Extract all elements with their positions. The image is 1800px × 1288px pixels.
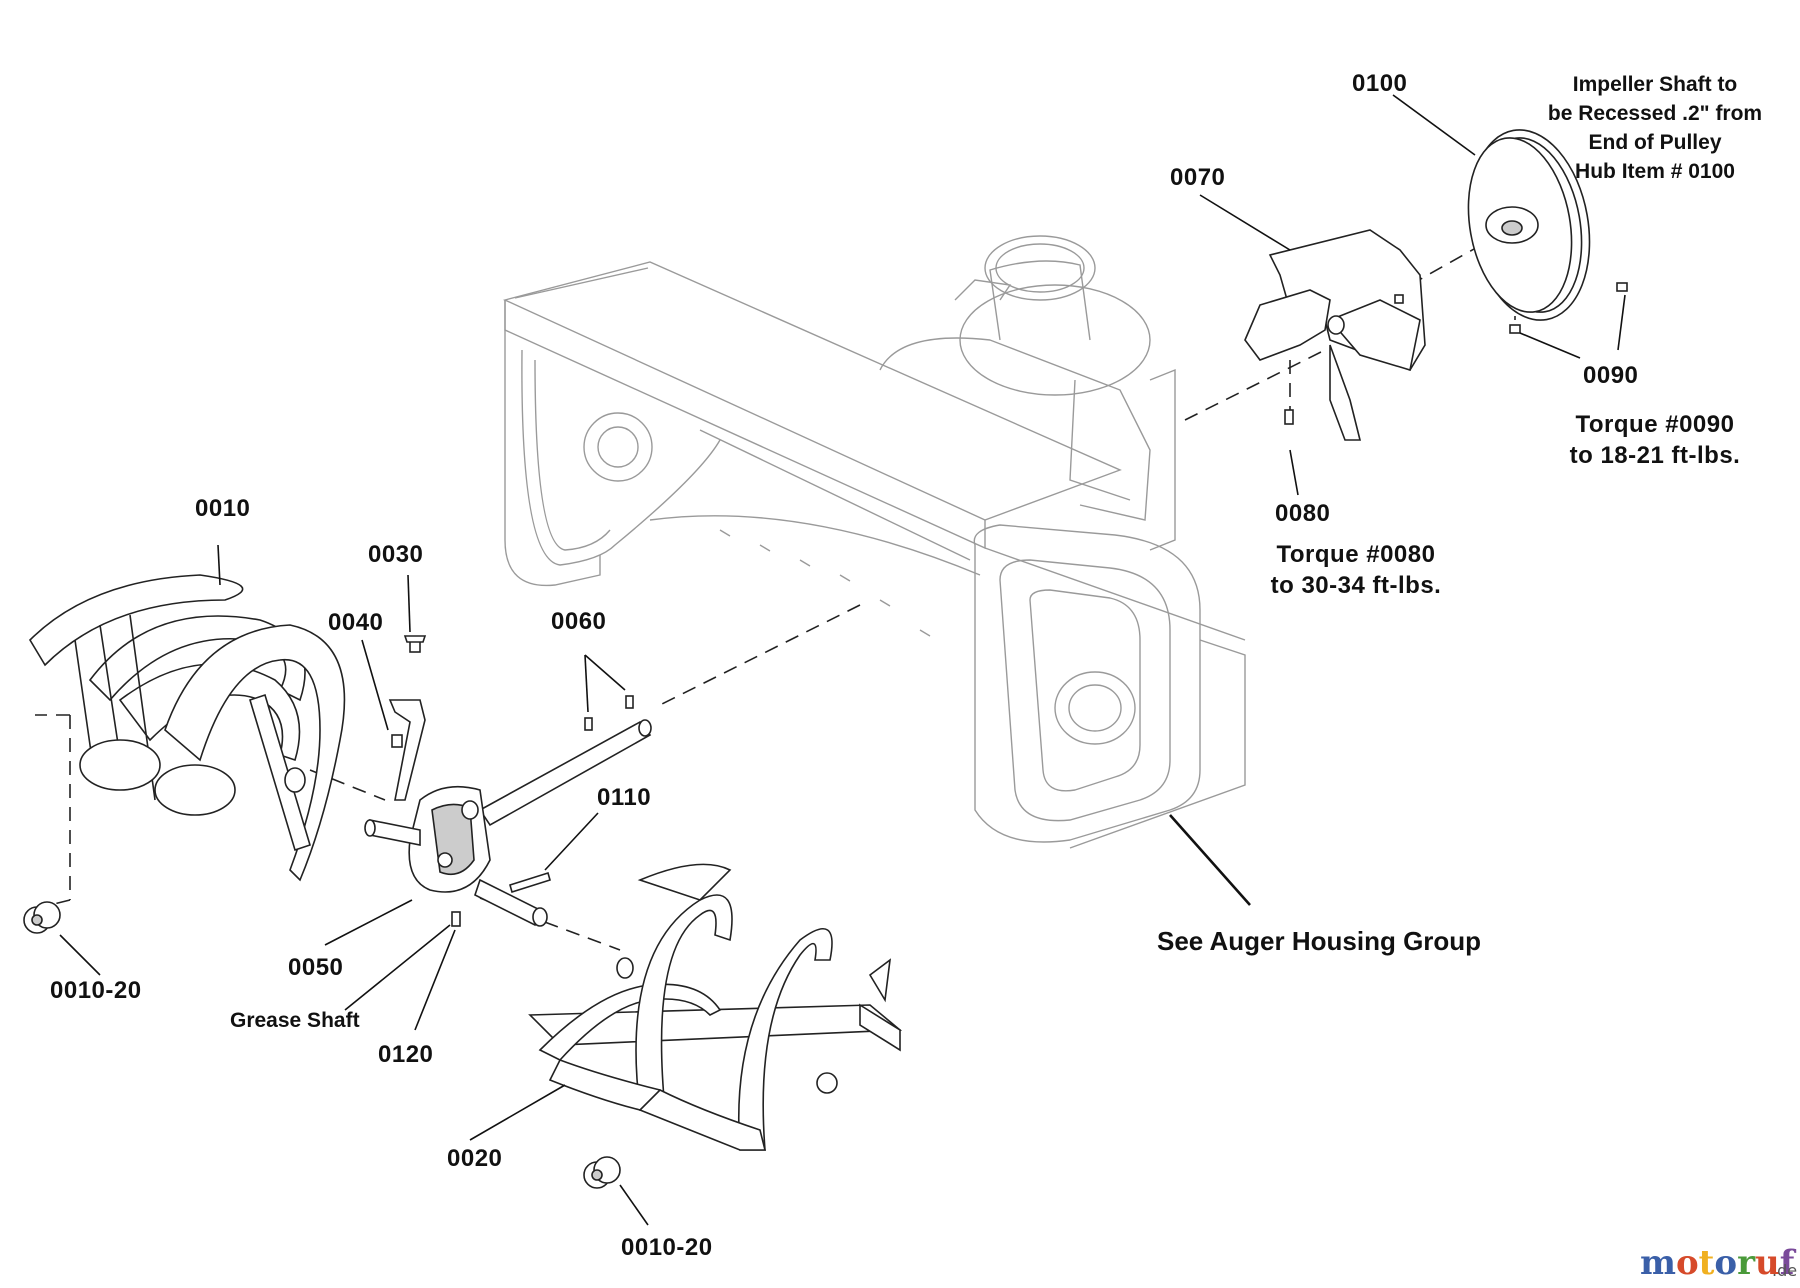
note-impeller-line-2: be Recessed .2" from: [1548, 102, 1762, 125]
label-0100: 0100: [1352, 70, 1407, 97]
note-torque-0090-line-1: Torque #0090: [1576, 411, 1735, 438]
gearbox-shaft: [364, 635, 652, 927]
auger-housing: [502, 235, 1246, 849]
watermark-brand: motoruf: [1640, 1243, 1797, 1283]
note-impeller-line-1: Impeller Shaft to: [1573, 73, 1738, 96]
leader-lines: [59, 94, 1626, 1226]
right-auger: [528, 863, 903, 1151]
bushings: [23, 901, 621, 1189]
left-auger: [28, 574, 346, 882]
pulley: [1467, 129, 1628, 334]
watermark-letter: r: [1737, 1243, 1756, 1283]
impeller-bracket: [1244, 229, 1426, 441]
note-grease-shaft: Grease Shaft: [230, 1009, 360, 1032]
label-0090: 0090: [1583, 362, 1638, 389]
assembly-notes: Grease Shaft Impeller Shaft to be Recess…: [230, 73, 1762, 1032]
watermark-suffix: .de: [1772, 1261, 1797, 1280]
label-0060: 0060: [551, 608, 606, 635]
label-0020: 0020: [447, 1145, 502, 1172]
label-0030: 0030: [368, 541, 423, 568]
note-impeller-line-3: End of Pulley: [1588, 131, 1721, 154]
watermark-letter: m: [1640, 1243, 1676, 1283]
label-0120: 0120: [378, 1041, 433, 1068]
note-torque-0080-line-2: to 30-34 ft-lbs.: [1271, 572, 1442, 599]
watermark-letter: o: [1714, 1243, 1737, 1283]
watermark-letter: t: [1699, 1243, 1715, 1283]
label-0040: 0040: [328, 609, 383, 636]
watermark-letter: f: [1780, 1243, 1797, 1283]
label-0010-20-bottom: 0010-20: [621, 1234, 713, 1261]
label-0010-20-left: 0010-20: [50, 977, 142, 1004]
watermark-letter: u: [1755, 1243, 1780, 1283]
note-see-auger-housing: See Auger Housing Group: [1157, 926, 1481, 956]
label-0050: 0050: [288, 954, 343, 981]
label-0070: 0070: [1170, 164, 1225, 191]
label-0080: 0080: [1275, 500, 1330, 527]
label-0010: 0010: [195, 495, 250, 522]
note-impeller-line-4: Hub Item # 0100: [1575, 160, 1735, 183]
note-torque-0080-line-1: Torque #0080: [1277, 541, 1436, 568]
note-torque-0090-line-2: to 18-21 ft-lbs.: [1570, 442, 1741, 469]
label-0110: 0110: [597, 784, 651, 811]
callout-labels: 0010 0030 0040 0060 0110 0050 0120 0020 …: [50, 70, 1638, 1261]
watermark-logo: motoruf .de: [1640, 1243, 1797, 1283]
watermark-letter: o: [1676, 1243, 1699, 1283]
